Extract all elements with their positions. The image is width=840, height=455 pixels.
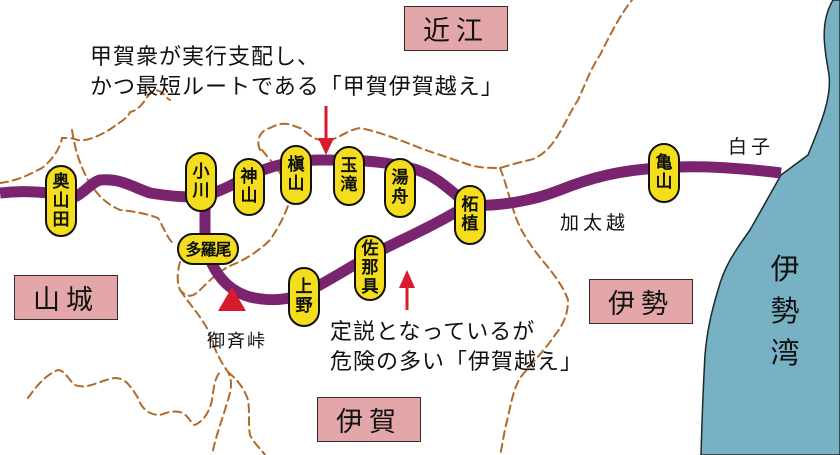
otoge-pass-marker: [218, 287, 246, 311]
station-char: 奥: [52, 171, 70, 192]
station-tarao: 多 羅 尾: [177, 233, 239, 265]
ise-bay-char: 伊: [770, 252, 800, 286]
ise-bay-char: 勢: [770, 294, 800, 328]
place-shiroko: 白子: [728, 136, 775, 158]
station-makiyama: 槇 山: [280, 145, 312, 205]
station-char: 佐: [361, 238, 379, 259]
province-omi: 近江: [404, 6, 508, 51]
ise-bay-sea: [700, 0, 840, 455]
station-char: 滝: [340, 175, 358, 195]
station-ueno: 上 野: [288, 267, 320, 327]
station-char: 舟: [391, 187, 409, 207]
station-char: 槇: [287, 155, 305, 175]
place-kabuto-goe: 加太越: [560, 212, 630, 234]
province-yamashiro: 山城: [14, 275, 118, 320]
station-char: 柘: [461, 195, 479, 215]
station-yubune: 湯 舟: [384, 158, 416, 218]
station-char: 山: [240, 186, 258, 206]
ise-bay-char: 湾: [770, 336, 800, 370]
station-char: 山: [655, 172, 673, 192]
caption-koka-iga-route: 甲賀衆が実行支配し、 かつ最短ルートである「甲賀伊賀越え」: [90, 45, 504, 100]
caption-iga-route: 定説となっているが 危険の多い「伊賀越え」: [330, 320, 584, 375]
place-otoge: 御斉峠: [207, 331, 267, 352]
station-char: 神: [240, 167, 258, 187]
station-char: 小: [192, 162, 210, 182]
station-char: 羅: [200, 239, 216, 259]
station-okuyamada: 奥 山 田: [45, 165, 77, 237]
station-tsuge: 柘 植: [454, 185, 486, 245]
station-char: 川: [192, 181, 210, 201]
station-char: 植: [461, 214, 479, 234]
station-kamiyama: 神 山: [233, 158, 265, 216]
station-sanagu: 佐 那 具: [354, 235, 386, 301]
station-ogawa: 小 川: [185, 152, 217, 212]
station-char: 那: [361, 257, 379, 278]
province-ise: 伊勢: [589, 279, 693, 324]
koka-iga-route: [0, 154, 782, 211]
station-char: 田: [52, 209, 70, 230]
station-char: 具: [361, 276, 379, 297]
station-char: 湯: [391, 168, 409, 188]
annotation-arrows: [318, 106, 415, 310]
station-char: 上: [295, 277, 313, 297]
province-borders: [0, 0, 633, 455]
station-char: 尾: [215, 239, 232, 259]
station-tamataki: 玉 滝: [333, 146, 365, 206]
station-char: 多: [185, 239, 201, 259]
ise-bay-label: 伊 勢 湾: [765, 248, 805, 374]
station-char: 山: [287, 174, 305, 194]
station-char: 亀: [655, 153, 673, 173]
station-kameyama: 亀 山: [648, 143, 680, 203]
province-iga: 伊賀: [317, 397, 421, 442]
station-char: 野: [295, 296, 313, 316]
station-char: 山: [52, 190, 70, 211]
station-char: 玉: [340, 156, 358, 176]
